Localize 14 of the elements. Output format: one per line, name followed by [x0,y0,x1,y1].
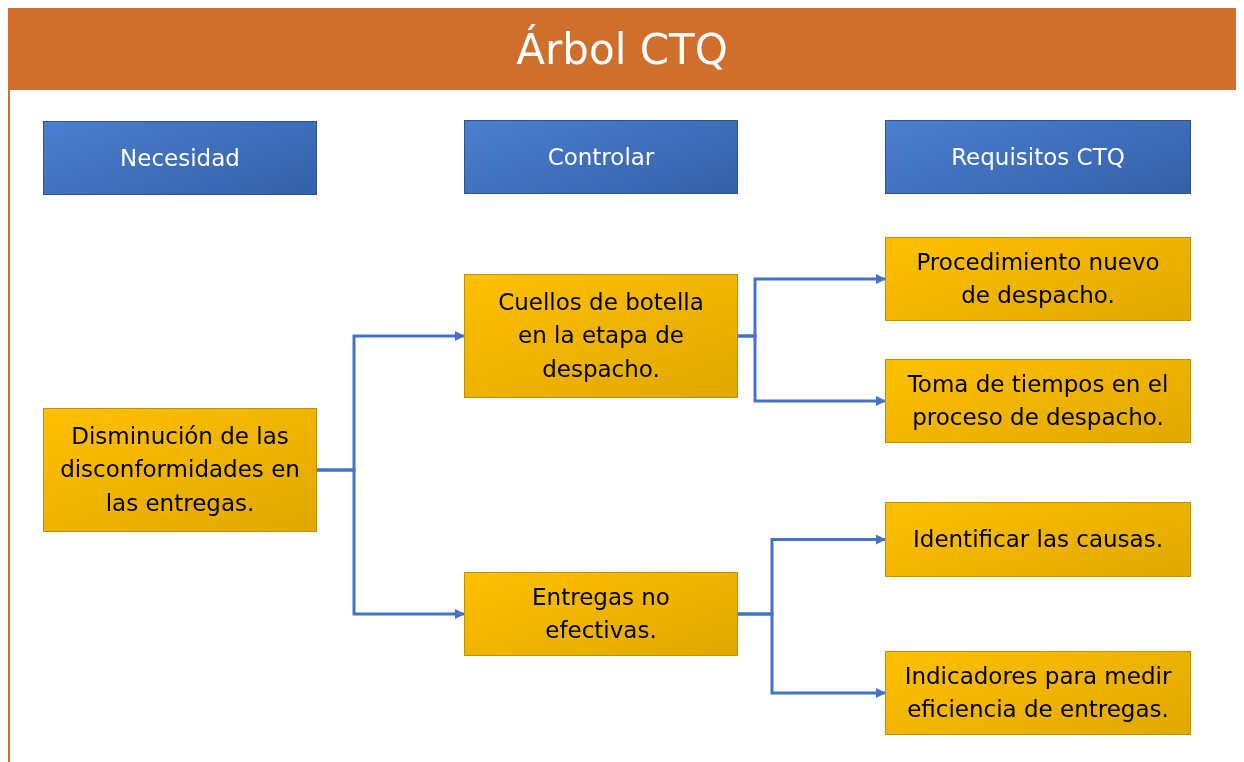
title: Árbol CTQ [516,24,728,74]
column-header: Controlar [464,120,738,194]
process-box: Disminución de las disconformidades en las entregas. [43,408,317,532]
process-box: Procedimiento nuevo de despacho. [885,237,1191,321]
arrow [738,334,886,406]
column-header: Requisitos CTQ [885,120,1191,194]
process-box: Identificar las causas. [885,502,1191,577]
process-box: Toma de tiempos en el proceso de despacho. [885,359,1191,443]
process-box: Entregas no efectivas. [464,572,738,656]
process-box: Indicadores para medir eficiencia de entregas. [885,651,1191,735]
arrow [317,468,465,619]
arrow [738,612,886,698]
process-box: Cuellos de botella en la etapa de despacho. [464,274,738,398]
column-header: Necesidad [43,121,317,195]
